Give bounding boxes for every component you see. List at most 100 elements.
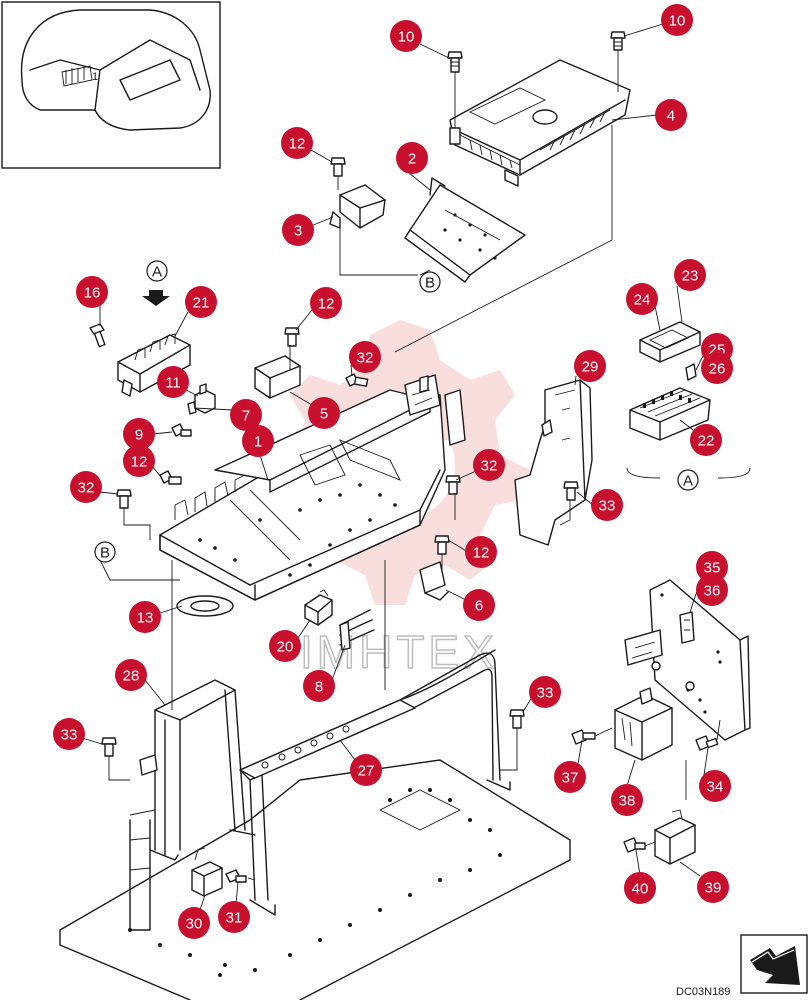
bolt-16 [89,323,106,348]
callout-c33a: 33 [591,489,623,521]
bolt-10-right [610,31,626,51]
callout-label: 8 [315,679,323,696]
flasher-7 [187,401,197,415]
section-ref-circle [419,271,441,293]
leader-lines [81,23,721,911]
callout-label: 20 [277,639,294,656]
callout-label: 12 [289,136,306,153]
connector-20 [304,589,333,626]
callout-circle [123,418,155,450]
callout-c30: 30 [178,907,210,939]
bolt-9 [171,423,192,437]
callout-c12a: 12 [281,127,313,159]
callout-label: 24 [634,292,651,309]
callout-label: 32 [481,458,498,475]
callout-label: 32 [78,480,95,497]
callout-circle [473,449,505,481]
bolt-12-mid [284,327,300,347]
controller-unit-4 [449,59,631,187]
callout-c10a: 10 [390,20,422,52]
callout-label: 6 [475,598,483,615]
mounting-plate-36 [624,579,751,741]
callout-circle [624,872,656,904]
callout-circle [611,784,643,816]
callout-circle [661,4,693,36]
callout-label: 39 [705,880,722,897]
relay-5 [254,355,301,399]
bolt-32-left [116,489,132,509]
callout-label: 16 [84,285,101,302]
drawing-code: DC03N189 [676,986,730,998]
callout-label: 27 [358,763,375,780]
section-ref-refB_top: B [419,271,441,293]
callout-c3: 3 [282,214,314,246]
bolt-32-right [445,475,461,495]
bolt-37 [571,729,596,745]
callout-circle [308,397,340,429]
callout-label: 3 [294,223,302,240]
bolt-12-lower [434,535,450,555]
callout-label: 9 [135,427,143,444]
callout-label: 31 [226,910,243,927]
harness-clip-8 [339,609,375,651]
callout-circle [465,536,497,568]
callout-circle [463,589,495,621]
section-ref-circle [94,541,116,563]
callout-label: 26 [709,361,726,378]
section-ref-refB_left: B [94,541,116,563]
callout-label: 5 [320,406,328,423]
callout-label: 2 [408,151,416,168]
fuse-box-22 [629,387,711,441]
callout-label: 30 [186,916,203,933]
section-ref-label: B [100,545,110,562]
callout-circle [230,399,262,431]
support-stand-28 [129,679,256,931]
callout-c33c: 33 [53,718,85,750]
callout-c2: 2 [396,142,428,174]
callout-circle [349,341,381,373]
callout-c10b: 10 [661,4,693,36]
callout-label: 12 [131,454,148,471]
callout-c38: 38 [611,784,643,816]
callout-label: 12 [473,545,490,562]
callout-circle [282,214,314,246]
callout-label: 35 [704,560,721,577]
callout-c27: 27 [350,754,382,786]
callout-circle [157,366,189,398]
bolt-33-stand [101,737,117,757]
callout-label: 10 [398,29,415,46]
callout-label: 37 [562,770,579,787]
callout-c40: 40 [624,872,656,904]
callout-label: 1 [254,434,262,451]
callout-circle [123,445,155,477]
callout-c1: 1 [242,425,274,457]
callout-circle [591,489,623,521]
callout-circle [690,424,722,456]
callout-c23: 23 [674,259,706,291]
callout-circle [269,630,301,662]
callout-circle [53,718,85,750]
callout-c32b: 32 [473,449,505,481]
callout-label: 34 [707,779,724,796]
mounting-bracket-2 [404,177,526,283]
callout-c39: 39 [697,871,729,903]
bolt-40 [623,837,646,853]
main-plate-1 [159,389,446,601]
callout-c26: 26 [701,352,733,384]
callout-circle [697,871,729,903]
fuse-26 [685,363,697,381]
callout-circle [390,20,422,52]
callout-c29: 29 [574,350,606,382]
section-ref-label: A [683,473,693,490]
callout-circle [699,770,731,802]
callout-circle [178,907,210,939]
callout-label: 13 [137,610,154,627]
callout-c32c: 32 [70,471,102,503]
callout-circle [655,99,687,131]
bolt-33-frame [509,709,525,729]
callout-circle [129,601,161,633]
callout-label: 32 [357,350,374,367]
callout-c12b: 12 [310,287,342,319]
